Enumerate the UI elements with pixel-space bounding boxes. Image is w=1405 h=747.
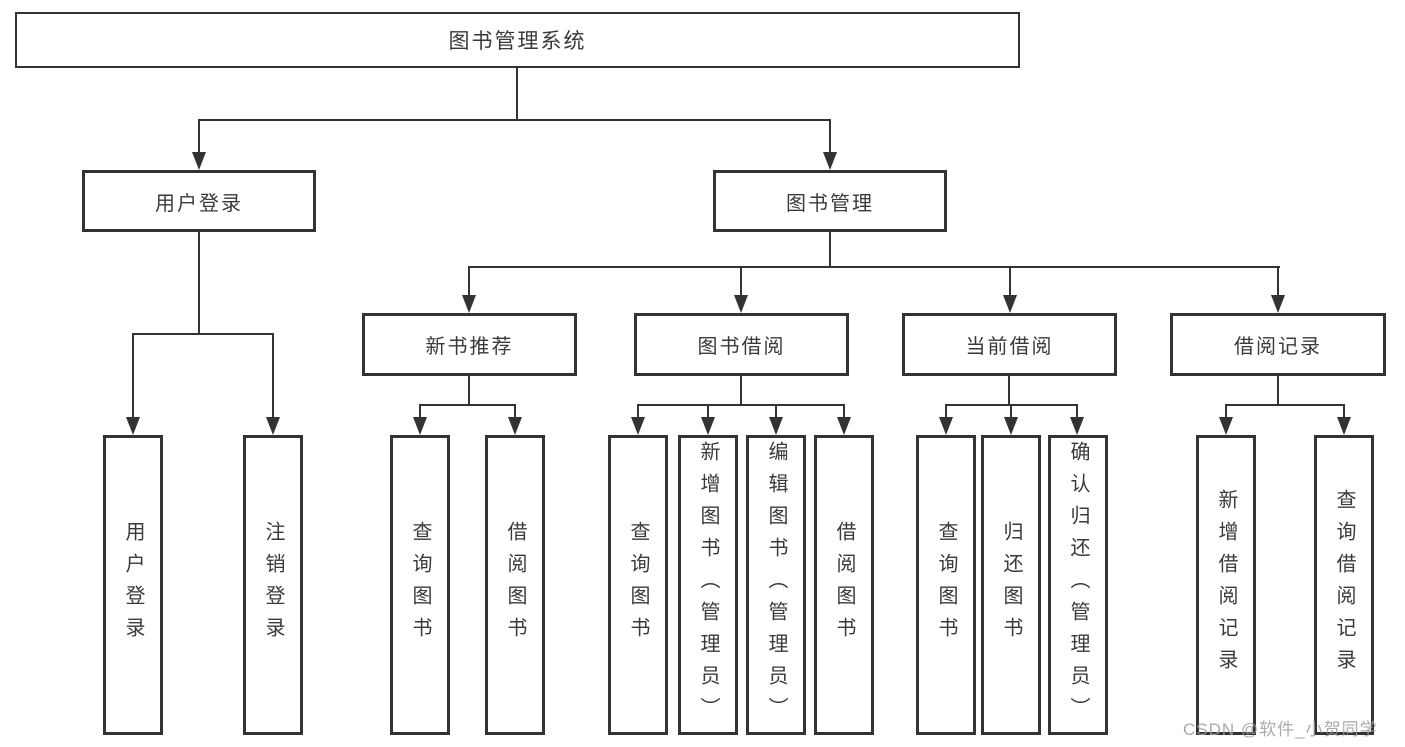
connector-line bbox=[740, 266, 742, 296]
connector-line bbox=[1076, 404, 1078, 418]
node-label: 图书管理系统 bbox=[448, 30, 587, 53]
connector-line bbox=[514, 404, 516, 418]
arrow-down-icon bbox=[769, 417, 783, 435]
connector-line bbox=[419, 404, 516, 406]
connector-line bbox=[198, 119, 200, 154]
node-label: 图书借阅 bbox=[697, 336, 786, 358]
connector-line bbox=[1343, 404, 1345, 418]
connector-line bbox=[1009, 266, 1011, 296]
watermark-text: CSDN @软件_小贺同学 bbox=[1183, 720, 1378, 739]
connector-line bbox=[775, 404, 777, 418]
arrow-down-icon bbox=[192, 152, 206, 170]
node-query-books-current: 查询图书 bbox=[916, 435, 976, 735]
connector-line bbox=[1277, 376, 1279, 406]
node-add-borrowing-record: 新增借阅记录 bbox=[1196, 435, 1256, 735]
arrow-down-icon bbox=[126, 417, 140, 435]
node-borrow-books-recommend: 借阅图书 bbox=[485, 435, 545, 735]
arrow-down-icon bbox=[1004, 417, 1018, 435]
arrow-down-icon bbox=[508, 417, 522, 435]
connector-line bbox=[637, 404, 639, 418]
node-label: 用户登录 bbox=[155, 192, 243, 215]
connector-line bbox=[198, 232, 200, 335]
node-book-borrowing: 图书借阅 bbox=[634, 313, 849, 376]
arrow-down-icon bbox=[462, 295, 476, 313]
arrow-down-icon bbox=[413, 417, 427, 435]
connector-line bbox=[132, 333, 274, 335]
connector-line bbox=[637, 404, 845, 406]
node-query-borrowing-record: 查询借阅记录 bbox=[1314, 435, 1374, 735]
connector-line bbox=[829, 119, 831, 154]
node-confirm-return-admin: 确认归还（管理员） bbox=[1048, 435, 1108, 735]
node-label: 确认归还（管理员） bbox=[1067, 441, 1089, 729]
node-current-borrowing: 当前借阅 bbox=[902, 313, 1117, 376]
node-return-books: 归还图书 bbox=[981, 435, 1041, 735]
connector-line bbox=[132, 333, 134, 418]
arrow-down-icon bbox=[1219, 417, 1233, 435]
arrow-down-icon bbox=[1003, 295, 1017, 313]
connector-line bbox=[516, 67, 518, 121]
arrow-down-icon bbox=[701, 417, 715, 435]
connector-line bbox=[1225, 404, 1344, 406]
node-label: 借阅记录 bbox=[1234, 336, 1322, 358]
node-add-book-admin: 新增图书（管理员） bbox=[678, 435, 738, 735]
node-label: 查询图书 bbox=[627, 521, 649, 649]
connector-line bbox=[1225, 404, 1227, 418]
arrow-down-icon bbox=[823, 152, 837, 170]
node-new-book-recommend: 新书推荐 bbox=[362, 313, 577, 376]
node-user-login: 用户登录 bbox=[82, 170, 316, 232]
node-query-books-borrowing: 查询图书 bbox=[608, 435, 668, 735]
connector-line bbox=[740, 376, 742, 406]
connector-line bbox=[843, 404, 845, 418]
node-user-login-action: 用户登录 bbox=[103, 435, 163, 735]
arrow-down-icon bbox=[631, 417, 645, 435]
connector-line bbox=[272, 333, 274, 418]
node-label: 新增借阅记录 bbox=[1215, 489, 1237, 681]
node-library-system: 图书管理系统 bbox=[15, 12, 1020, 68]
connector-line bbox=[419, 404, 421, 418]
arrow-down-icon bbox=[1070, 417, 1084, 435]
node-query-books-recommend: 查询图书 bbox=[390, 435, 450, 735]
node-label: 图书管理 bbox=[786, 192, 874, 215]
node-label: 注销登录 bbox=[262, 521, 284, 649]
connector-line bbox=[1277, 266, 1279, 296]
arrow-down-icon bbox=[837, 417, 851, 435]
node-label: 当前借阅 bbox=[965, 336, 1054, 358]
node-label: 编辑图书（管理员） bbox=[765, 441, 787, 729]
node-label: 查询图书 bbox=[935, 521, 957, 649]
node-label: 用户登录 bbox=[122, 521, 144, 649]
connector-line bbox=[468, 266, 470, 296]
connector-line bbox=[829, 232, 831, 268]
node-label: 归还图书 bbox=[1000, 521, 1022, 649]
node-book-management: 图书管理 bbox=[713, 170, 947, 232]
node-label: 新书推荐 bbox=[425, 336, 514, 358]
connector-line bbox=[198, 119, 831, 121]
connector-line bbox=[945, 404, 947, 418]
arrow-down-icon bbox=[939, 417, 953, 435]
arrow-down-icon bbox=[1337, 417, 1351, 435]
arrow-down-icon bbox=[1271, 295, 1285, 313]
connector-line bbox=[468, 266, 1280, 268]
node-label: 新增图书（管理员） bbox=[697, 441, 719, 729]
node-label: 借阅图书 bbox=[504, 521, 526, 649]
connector-line bbox=[707, 404, 709, 418]
node-edit-book-admin: 编辑图书（管理员） bbox=[746, 435, 806, 735]
connector-line bbox=[1008, 376, 1010, 406]
node-label: 借阅图书 bbox=[833, 521, 855, 649]
node-label: 查询图书 bbox=[409, 521, 431, 649]
node-borrow-books-borrowing: 借阅图书 bbox=[814, 435, 874, 735]
arrow-down-icon bbox=[734, 295, 748, 313]
connector-line bbox=[468, 376, 470, 406]
node-label: 查询借阅记录 bbox=[1333, 489, 1355, 681]
arrow-down-icon bbox=[266, 417, 280, 435]
connector-line bbox=[1010, 404, 1012, 418]
node-logout-action: 注销登录 bbox=[243, 435, 303, 735]
node-borrowing-records: 借阅记录 bbox=[1170, 313, 1386, 376]
